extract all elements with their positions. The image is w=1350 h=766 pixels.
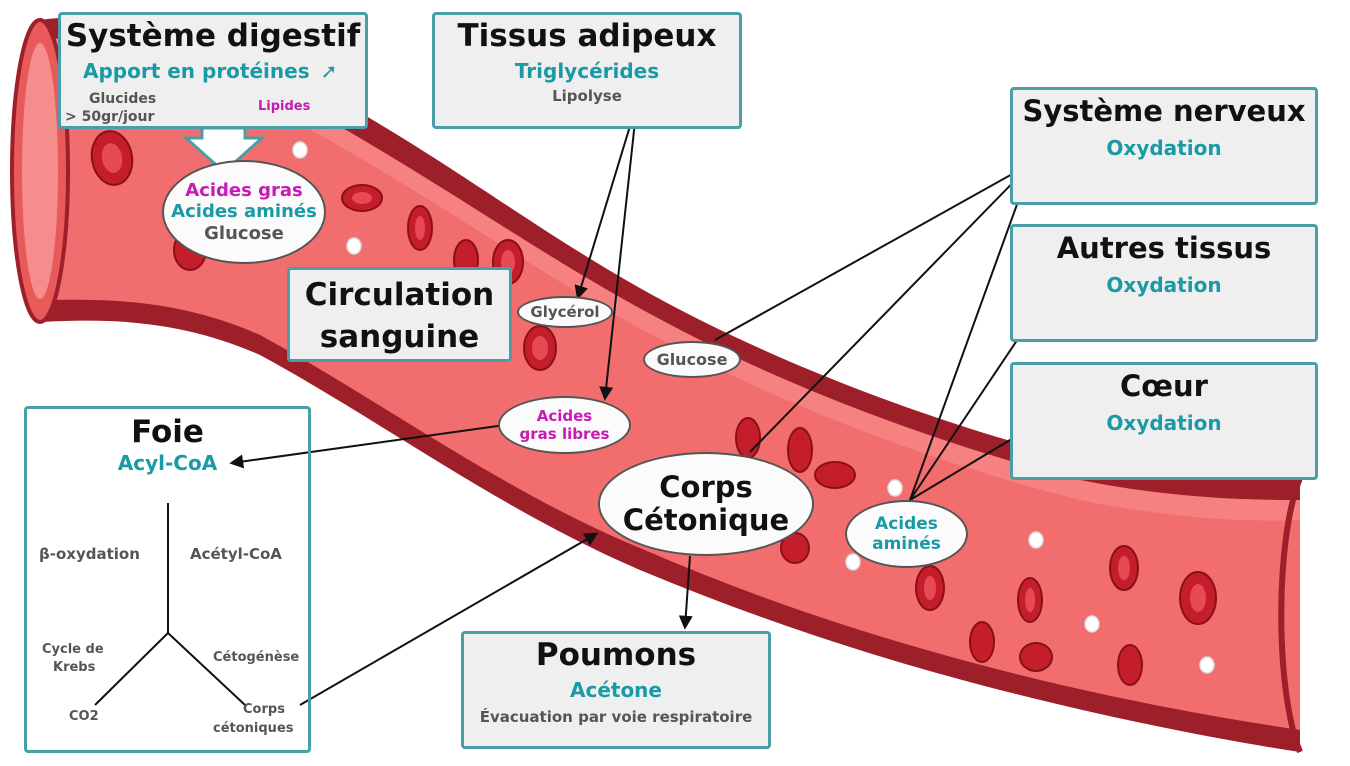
acides-gras-text: Acides gras: [185, 179, 303, 201]
glucides-label: Glucides: [89, 91, 157, 107]
krebs-label-2: Krebs: [53, 660, 96, 675]
glucides-quantity: > 50gr/jour: [65, 109, 155, 125]
co2-label: CO2: [69, 709, 99, 724]
digestif-down-arrow: [182, 126, 266, 175]
krebs-label-1: Cycle de: [42, 642, 104, 657]
nutrients-oval: Acides gras Acides aminés Glucose: [162, 160, 326, 264]
aa-line2: aminés: [872, 534, 941, 554]
coeur-title: Cœur: [1120, 369, 1208, 403]
circulation-line2: sanguine: [319, 319, 480, 355]
digestif-title: Système digestif: [65, 18, 361, 54]
foie-y-diagram: [94, 503, 246, 706]
adipeux-title: Tissus adipeux: [457, 18, 717, 54]
arrow-up-right-icon: ➚: [320, 59, 338, 83]
digestif-subtitle: Apport en protéines: [83, 59, 310, 83]
corps-cetonique-oval: Corps Cétonique: [598, 452, 814, 556]
cetogenese-label: Cétogénèse: [213, 650, 300, 665]
agl-line1: Acides: [536, 407, 593, 425]
nerveux-box: Système nerveux Oxydation: [1010, 87, 1318, 205]
acetyl-coa-label: Acétyl-CoA: [190, 545, 282, 563]
corps-line1: Corps: [659, 469, 753, 504]
digestif-box: Système digestif Apport en protéines ➚ G…: [58, 12, 368, 129]
adipeux-subtitle: Triglycérides: [514, 59, 660, 84]
agl-line2: gras libres: [519, 425, 610, 443]
coeur-box: Cœur Oxydation: [1010, 362, 1318, 480]
poumons-title: Poumons: [535, 637, 697, 673]
corps-cetoniques-label-1: Corps: [243, 702, 285, 717]
acides-gras-libres-oval: Acides gras libres: [498, 396, 631, 454]
poumons-box: Poumons Acétone Évacuation par voie resp…: [461, 631, 771, 749]
nerveux-subtitle: Oxydation: [1106, 135, 1222, 160]
poumons-subtitle: Acétone: [569, 678, 662, 703]
autres-box: Autres tissus Oxydation: [1010, 224, 1318, 342]
glycerol-oval: Glycérol: [517, 296, 613, 328]
circulation-box: Circulation sanguine: [287, 267, 512, 362]
autres-title: Autres tissus: [1056, 231, 1272, 265]
autres-subtitle: Oxydation: [1106, 272, 1222, 297]
coeur-subtitle: Oxydation: [1106, 410, 1222, 435]
aa-line1: Acides: [875, 513, 938, 534]
poumons-detail: Évacuation par voie respiratoire: [479, 708, 753, 727]
glucose-text: Glucose: [204, 222, 284, 244]
acides-amines-oval: Acides aminés: [845, 500, 968, 568]
foie-title: Foie: [131, 414, 204, 450]
foie-subtitle: Acyl-CoA: [117, 451, 218, 476]
lipides-label: Lipides: [258, 99, 311, 114]
beta-oxydation-label: β-oxydation: [39, 545, 140, 563]
corps-cetoniques-label-2: cétoniques: [213, 721, 294, 736]
foie-box: Foie Acyl-CoA β-oxydation Acétyl-CoA Cyc…: [24, 406, 311, 753]
corps-line2: Cétonique: [622, 503, 790, 537]
nerveux-title: Système nerveux: [1022, 94, 1306, 128]
white-blood-cells: [292, 141, 1215, 674]
lipolyse-label: Lipolyse: [552, 87, 622, 106]
adipeux-box: Tissus adipeux Triglycérides Lipolyse: [432, 12, 742, 129]
glucose-oval: Glucose: [643, 341, 741, 378]
acides-amines-text: Acides aminés: [171, 201, 317, 223]
circulation-line1: Circulation: [304, 277, 495, 313]
